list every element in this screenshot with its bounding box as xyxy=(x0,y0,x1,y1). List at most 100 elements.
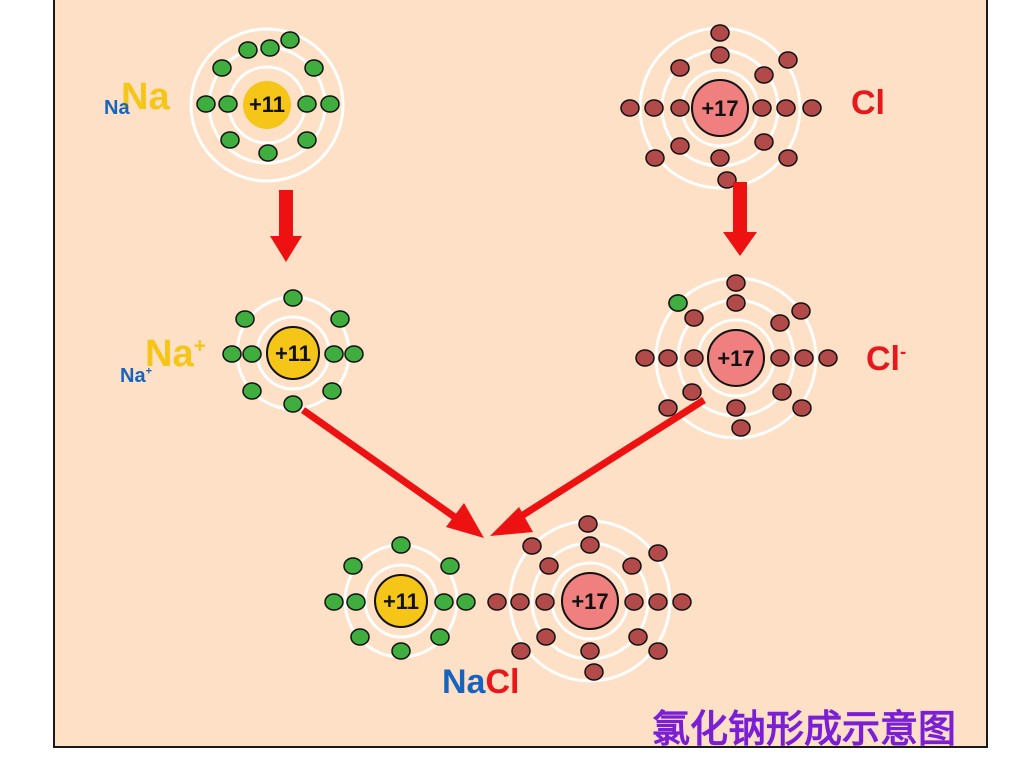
electron xyxy=(580,536,600,554)
electron xyxy=(297,131,317,149)
electron xyxy=(710,24,730,42)
electron xyxy=(658,399,678,417)
electron xyxy=(648,642,668,660)
electron xyxy=(731,419,751,437)
electron xyxy=(648,544,668,562)
electron xyxy=(350,628,370,646)
electron xyxy=(258,144,278,162)
cl-ion-nucleus xyxy=(707,329,765,387)
electron xyxy=(710,46,730,64)
na-atom-label: Na xyxy=(121,76,170,118)
electron xyxy=(456,593,476,611)
diagonal-arrow-cl xyxy=(490,397,706,536)
electron xyxy=(430,628,450,646)
electron xyxy=(212,59,232,77)
electron xyxy=(684,349,704,367)
electron xyxy=(776,99,796,117)
electron xyxy=(578,515,598,533)
electron xyxy=(726,294,746,312)
electron xyxy=(218,95,238,113)
nacl-cl-charge: +17 xyxy=(571,589,608,614)
electron xyxy=(818,349,838,367)
nacl-compound: +11 +17 xyxy=(324,515,692,683)
electron xyxy=(682,383,702,401)
electron xyxy=(391,642,411,660)
na-ion-nucleus xyxy=(266,326,320,380)
electron xyxy=(726,399,746,417)
electron xyxy=(320,95,340,113)
diagram-panel xyxy=(53,0,988,748)
na-atom: +11 xyxy=(189,27,345,183)
electron xyxy=(770,314,790,332)
electron xyxy=(487,593,507,611)
cl-ion-electrons xyxy=(635,274,838,437)
electron xyxy=(242,382,262,400)
electron xyxy=(670,99,690,117)
electron xyxy=(238,41,258,59)
electron xyxy=(391,536,411,554)
electron xyxy=(794,349,814,367)
cl-nucleus-charge: +17 xyxy=(701,96,738,121)
electron xyxy=(434,593,454,611)
electron xyxy=(343,557,363,575)
electron xyxy=(802,99,822,117)
electron xyxy=(330,310,350,328)
electron xyxy=(726,274,746,292)
electron xyxy=(770,349,790,367)
electron xyxy=(235,310,255,328)
electron xyxy=(344,345,364,363)
nacl-formula-na: Na xyxy=(442,663,486,701)
nacl-formula: NaCl xyxy=(442,665,519,699)
electron xyxy=(754,66,774,84)
electron xyxy=(791,302,811,320)
cl-atom: +17 xyxy=(620,24,822,190)
electron xyxy=(280,31,300,49)
na-nucleus-charge: +11 xyxy=(249,92,285,117)
electron xyxy=(580,642,600,660)
electron xyxy=(346,593,366,611)
nacl-cl-nucleus xyxy=(561,572,619,630)
electron xyxy=(668,294,688,312)
electron xyxy=(778,51,798,69)
electron xyxy=(670,59,690,77)
diagonal-arrow-na xyxy=(300,407,484,538)
electron xyxy=(644,99,664,117)
electron xyxy=(510,593,530,611)
na-ion-electrons xyxy=(222,289,364,413)
electron xyxy=(710,149,730,167)
electron xyxy=(324,593,344,611)
electron xyxy=(539,557,559,575)
electron xyxy=(658,349,678,367)
na-ion-label-small: Na+ xyxy=(120,365,153,387)
cl-nucleus xyxy=(691,79,749,137)
electron xyxy=(792,399,812,417)
na-ion-label: Na+ xyxy=(145,333,206,375)
cl-ion-label: Cl- xyxy=(866,340,907,378)
nacl-electrons xyxy=(324,515,692,681)
electron xyxy=(754,133,774,151)
electron xyxy=(645,149,665,167)
electron xyxy=(297,95,317,113)
electron xyxy=(584,663,604,681)
electron xyxy=(322,382,342,400)
na-ion-nucleus-charge: +11 xyxy=(275,341,311,366)
nacl-na-nucleus xyxy=(374,574,428,628)
cl-ion-nucleus-charge: +17 xyxy=(717,346,754,371)
electron xyxy=(752,99,772,117)
electron xyxy=(283,289,303,307)
electron xyxy=(628,628,648,646)
na-nucleus xyxy=(243,81,291,129)
electron xyxy=(304,59,324,77)
diagram-title: 氯化钠形成示意图 xyxy=(652,707,957,751)
electron xyxy=(440,557,460,575)
electron xyxy=(535,593,555,611)
electron xyxy=(635,349,655,367)
electron xyxy=(242,345,262,363)
cl-atom-label: Cl xyxy=(851,84,885,122)
down-arrow-na xyxy=(270,190,302,262)
electron xyxy=(670,137,690,155)
electron xyxy=(648,593,668,611)
electron xyxy=(778,149,798,167)
